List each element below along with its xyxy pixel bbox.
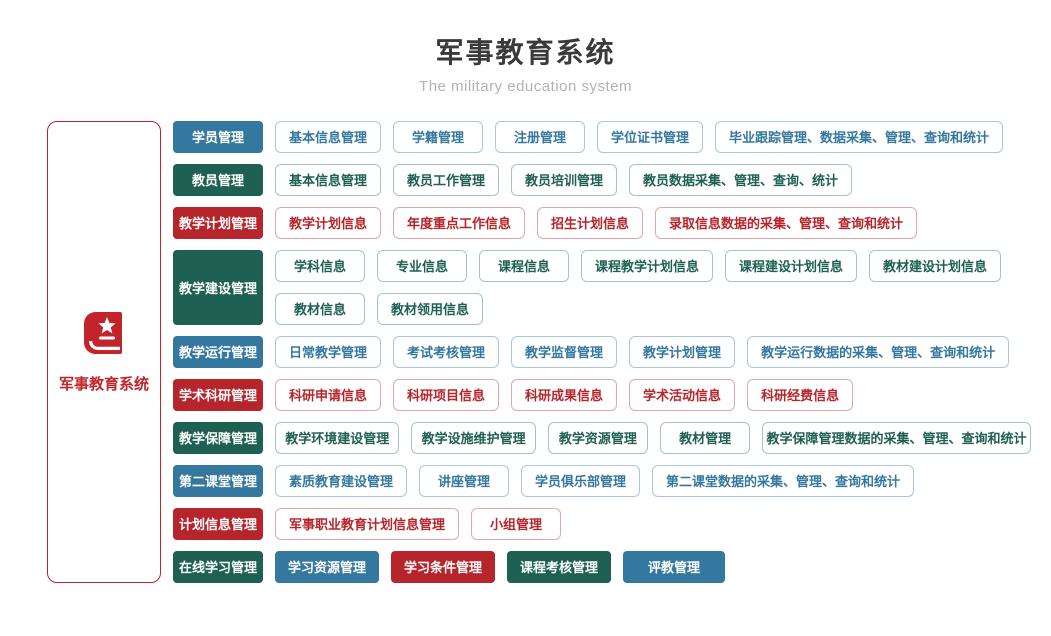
children-line: 日常教学管理考试考核管理教学监督管理教学计划管理教学运行数据的采集、管理、查询和… xyxy=(275,335,1031,368)
category-button[interactable]: 学员管理 xyxy=(173,120,263,153)
category-button[interactable]: 教学保障管理 xyxy=(173,421,263,454)
header: 军事教育系统 The military education system xyxy=(0,37,1051,95)
child-button[interactable]: 教员工作管理 xyxy=(393,163,500,196)
child-button[interactable]: 基本信息管理 xyxy=(275,163,382,196)
children-line: 教学计划信息年度重点工作信息招生计划信息录取信息数据的采集、管理、查询和统计 xyxy=(275,206,1031,239)
root-node[interactable]: 军事教育系统 xyxy=(47,120,161,583)
child-button[interactable]: 教学环境建设管理 xyxy=(275,421,400,454)
child-button[interactable]: 教材领用信息 xyxy=(377,292,484,325)
child-button[interactable]: 毕业跟踪管理、数据采集、管理、查询和统计 xyxy=(715,120,1004,153)
system-row: 学员管理基本信息管理学籍管理注册管理学位证书管理毕业跟踪管理、数据采集、管理、查… xyxy=(173,120,1031,153)
system-row: 在线学习管理学习资源管理学习条件管理课程考核管理评教管理 xyxy=(173,550,1031,583)
children-line: 基本信息管理教员工作管理教员培训管理教员数据采集、管理、查询、统计 xyxy=(275,163,1031,196)
category-button[interactable]: 教学建设管理 xyxy=(173,249,263,325)
child-button[interactable]: 课程建设计划信息 xyxy=(725,249,858,282)
child-button[interactable]: 学员俱乐部管理 xyxy=(521,464,641,497)
child-button[interactable]: 学习资源管理 xyxy=(275,550,380,583)
system-row: 教学建设管理学科信息专业信息课程信息课程教学计划信息课程建设计划信息教材建设计划… xyxy=(173,249,1031,325)
child-button[interactable]: 教材建设计划信息 xyxy=(869,249,1002,282)
child-button[interactable]: 教学运行数据的采集、管理、查询和统计 xyxy=(747,335,1010,368)
category-button[interactable]: 教学运行管理 xyxy=(173,335,263,368)
children-lines: 基本信息管理学籍管理注册管理学位证书管理毕业跟踪管理、数据采集、管理、查询和统计 xyxy=(275,120,1031,153)
category-button[interactable]: 计划信息管理 xyxy=(173,507,263,540)
child-button[interactable]: 专业信息 xyxy=(377,249,467,282)
system-row: 计划信息管理军事职业教育计划信息管理小组管理 xyxy=(173,507,1031,540)
children-lines: 学习资源管理学习条件管理课程考核管理评教管理 xyxy=(275,550,1031,583)
children-lines: 军事职业教育计划信息管理小组管理 xyxy=(275,507,1031,540)
child-button[interactable]: 教材管理 xyxy=(660,421,751,454)
children-lines: 日常教学管理考试考核管理教学监督管理教学计划管理教学运行数据的采集、管理、查询和… xyxy=(275,335,1031,368)
children-lines: 教学环境建设管理教学设施维护管理教学资源管理教材管理教学保障管理数据的采集、管理… xyxy=(275,421,1032,454)
book-icon xyxy=(80,310,128,361)
page-title: 军事教育系统 xyxy=(435,37,616,68)
child-button[interactable]: 军事职业教育计划信息管理 xyxy=(275,507,460,540)
system-row: 学术科研管理科研申请信息科研项目信息科研成果信息学术活动信息科研经费信息 xyxy=(173,378,1031,411)
child-button[interactable]: 教员数据采集、管理、查询、统计 xyxy=(629,163,853,196)
children-line: 科研申请信息科研项目信息科研成果信息学术活动信息科研经费信息 xyxy=(275,378,1031,411)
child-button[interactable]: 招生计划信息 xyxy=(537,206,644,239)
child-button[interactable]: 教学计划信息 xyxy=(275,206,382,239)
children-lines: 学科信息专业信息课程信息课程教学计划信息课程建设计划信息教材建设计划信息教材信息… xyxy=(275,249,1031,325)
system-row: 第二课堂管理素质教育建设管理讲座管理学员俱乐部管理第二课堂数据的采集、管理、查询… xyxy=(173,464,1031,497)
child-button[interactable]: 学科信息 xyxy=(275,249,365,282)
children-line: 基本信息管理学籍管理注册管理学位证书管理毕业跟踪管理、数据采集、管理、查询和统计 xyxy=(275,120,1031,153)
child-button[interactable]: 教学保障管理数据的采集、管理、查询和统计 xyxy=(762,421,1032,454)
child-button[interactable]: 录取信息数据的采集、管理、查询和统计 xyxy=(655,206,918,239)
child-button[interactable]: 课程考核管理 xyxy=(507,550,612,583)
child-button[interactable]: 教学监督管理 xyxy=(511,335,618,368)
children-line: 学科信息专业信息课程信息课程教学计划信息课程建设计划信息教材建设计划信息 xyxy=(275,249,1031,282)
child-button[interactable]: 科研成果信息 xyxy=(511,378,618,411)
main: 军事教育系统 学员管理基本信息管理学籍管理注册管理学位证书管理毕业跟踪管理、数据… xyxy=(47,120,1032,583)
child-button[interactable]: 教学设施维护管理 xyxy=(411,421,536,454)
child-button[interactable]: 讲座管理 xyxy=(419,464,510,497)
child-button[interactable]: 学术活动信息 xyxy=(629,378,736,411)
child-button[interactable]: 科研项目信息 xyxy=(393,378,500,411)
category-button[interactable]: 第二课堂管理 xyxy=(173,464,263,497)
child-button[interactable]: 年度重点工作信息 xyxy=(393,206,526,239)
child-button[interactable]: 科研经费信息 xyxy=(747,378,854,411)
child-button[interactable]: 第二课堂数据的采集、管理、查询和统计 xyxy=(652,464,915,497)
child-button[interactable]: 教材信息 xyxy=(275,292,365,325)
category-button[interactable]: 教员管理 xyxy=(173,163,263,196)
child-button[interactable]: 注册管理 xyxy=(495,120,586,153)
child-button[interactable]: 学位证书管理 xyxy=(597,120,704,153)
children-lines: 素质教育建设管理讲座管理学员俱乐部管理第二课堂数据的采集、管理、查询和统计 xyxy=(275,464,1031,497)
system-row: 教员管理基本信息管理教员工作管理教员培训管理教员数据采集、管理、查询、统计 xyxy=(173,163,1031,196)
child-button[interactable]: 学习条件管理 xyxy=(391,550,496,583)
children-line: 素质教育建设管理讲座管理学员俱乐部管理第二课堂数据的采集、管理、查询和统计 xyxy=(275,464,1031,497)
child-button[interactable]: 科研申请信息 xyxy=(275,378,382,411)
child-button[interactable]: 日常教学管理 xyxy=(275,335,382,368)
child-button[interactable]: 课程信息 xyxy=(479,249,569,282)
child-button[interactable]: 教学资源管理 xyxy=(547,421,649,454)
rows: 学员管理基本信息管理学籍管理注册管理学位证书管理毕业跟踪管理、数据采集、管理、查… xyxy=(173,120,1032,583)
child-button[interactable]: 教学计划管理 xyxy=(629,335,736,368)
system-row: 教学计划管理教学计划信息年度重点工作信息招生计划信息录取信息数据的采集、管理、查… xyxy=(173,206,1031,239)
system-row: 教学保障管理教学环境建设管理教学设施维护管理教学资源管理教材管理教学保障管理数据… xyxy=(173,421,1032,454)
children-lines: 教学计划信息年度重点工作信息招生计划信息录取信息数据的采集、管理、查询和统计 xyxy=(275,206,1031,239)
child-button[interactable]: 小组管理 xyxy=(471,507,562,540)
children-lines: 基本信息管理教员工作管理教员培训管理教员数据采集、管理、查询、统计 xyxy=(275,163,1031,196)
children-line: 学习资源管理学习条件管理课程考核管理评教管理 xyxy=(275,550,1031,583)
page-subtitle: The military education system xyxy=(419,77,632,95)
children-line: 教学环境建设管理教学设施维护管理教学资源管理教材管理教学保障管理数据的采集、管理… xyxy=(275,421,1032,454)
category-button[interactable]: 在线学习管理 xyxy=(173,550,263,583)
child-button[interactable]: 教员培训管理 xyxy=(511,163,618,196)
children-line: 军事职业教育计划信息管理小组管理 xyxy=(275,507,1031,540)
category-button[interactable]: 教学计划管理 xyxy=(173,206,263,239)
child-button[interactable]: 基本信息管理 xyxy=(275,120,382,153)
children-lines: 科研申请信息科研项目信息科研成果信息学术活动信息科研经费信息 xyxy=(275,378,1031,411)
child-button[interactable]: 考试考核管理 xyxy=(393,335,500,368)
child-button[interactable]: 学籍管理 xyxy=(393,120,484,153)
child-button[interactable]: 评教管理 xyxy=(623,550,726,583)
children-line: 教材信息教材领用信息 xyxy=(275,292,1031,325)
child-button[interactable]: 课程教学计划信息 xyxy=(581,249,714,282)
root-label: 军事教育系统 xyxy=(58,375,149,393)
system-row: 教学运行管理日常教学管理考试考核管理教学监督管理教学计划管理教学运行数据的采集、… xyxy=(173,335,1031,368)
category-button[interactable]: 学术科研管理 xyxy=(173,378,263,411)
child-button[interactable]: 素质教育建设管理 xyxy=(275,464,408,497)
